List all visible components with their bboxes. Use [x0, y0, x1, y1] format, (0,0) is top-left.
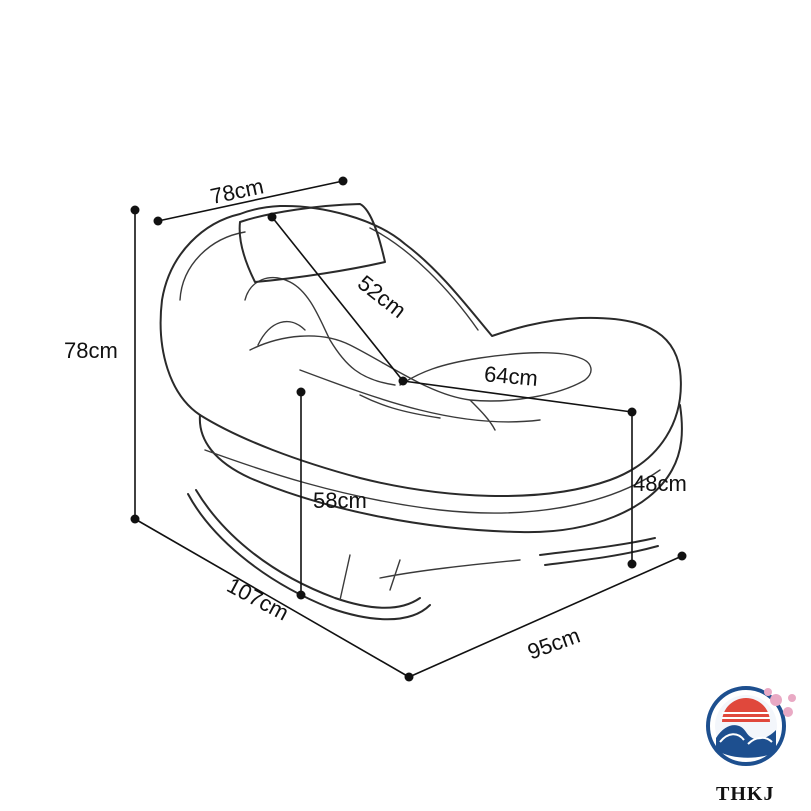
chair-inner-rim: [179, 227, 479, 331]
label-length: 107cm: [223, 572, 293, 625]
label-armrest-height: 48cm: [633, 471, 687, 496]
dim-line-seat-depth: [402, 380, 633, 413]
seat-cushion: [249, 335, 592, 402]
seat-tufting: [299, 369, 541, 431]
dim-dot: [677, 551, 687, 561]
dim-line-top-width: [157, 180, 344, 222]
rocker-left: [187, 489, 431, 621]
dim-dot: [267, 212, 277, 222]
dim-dot: [296, 387, 306, 397]
dim-line-backrest: [271, 216, 404, 382]
label-depth: 95cm: [524, 623, 583, 665]
rocker-right: [539, 537, 659, 566]
brand-logo: THKJ: [706, 686, 796, 805]
dimension-labels: 78cm 78cm 52cm 64cm 58cm 48cm 107cm 95cm: [64, 173, 687, 664]
rocker-supports: [339, 554, 521, 601]
chair-shell-outline: [159, 204, 682, 498]
rocking-chair-illustration: [159, 203, 683, 621]
dim-dot: [296, 590, 306, 600]
wave-sun-logo-icon: [706, 686, 796, 766]
label-backrest: 52cm: [353, 270, 411, 323]
chair-base-band: [198, 404, 683, 534]
dim-dot: [338, 176, 348, 186]
dim-dot: [153, 216, 163, 226]
label-top-width: 78cm: [208, 173, 266, 209]
dimension-lines: [130, 176, 687, 682]
label-height: 78cm: [64, 338, 118, 363]
dim-dot: [627, 559, 637, 569]
label-seat-depth: 64cm: [483, 361, 539, 391]
chair-base-seam: [204, 449, 661, 514]
dim-line-depth: [408, 555, 683, 678]
dim-dot: [130, 205, 140, 215]
back-cushion: [244, 277, 396, 386]
logo-text: THKJ: [716, 783, 774, 805]
dim-line-length: [134, 518, 410, 678]
headrest-pillow: [238, 203, 386, 283]
label-seat-height: 58cm: [313, 488, 367, 513]
